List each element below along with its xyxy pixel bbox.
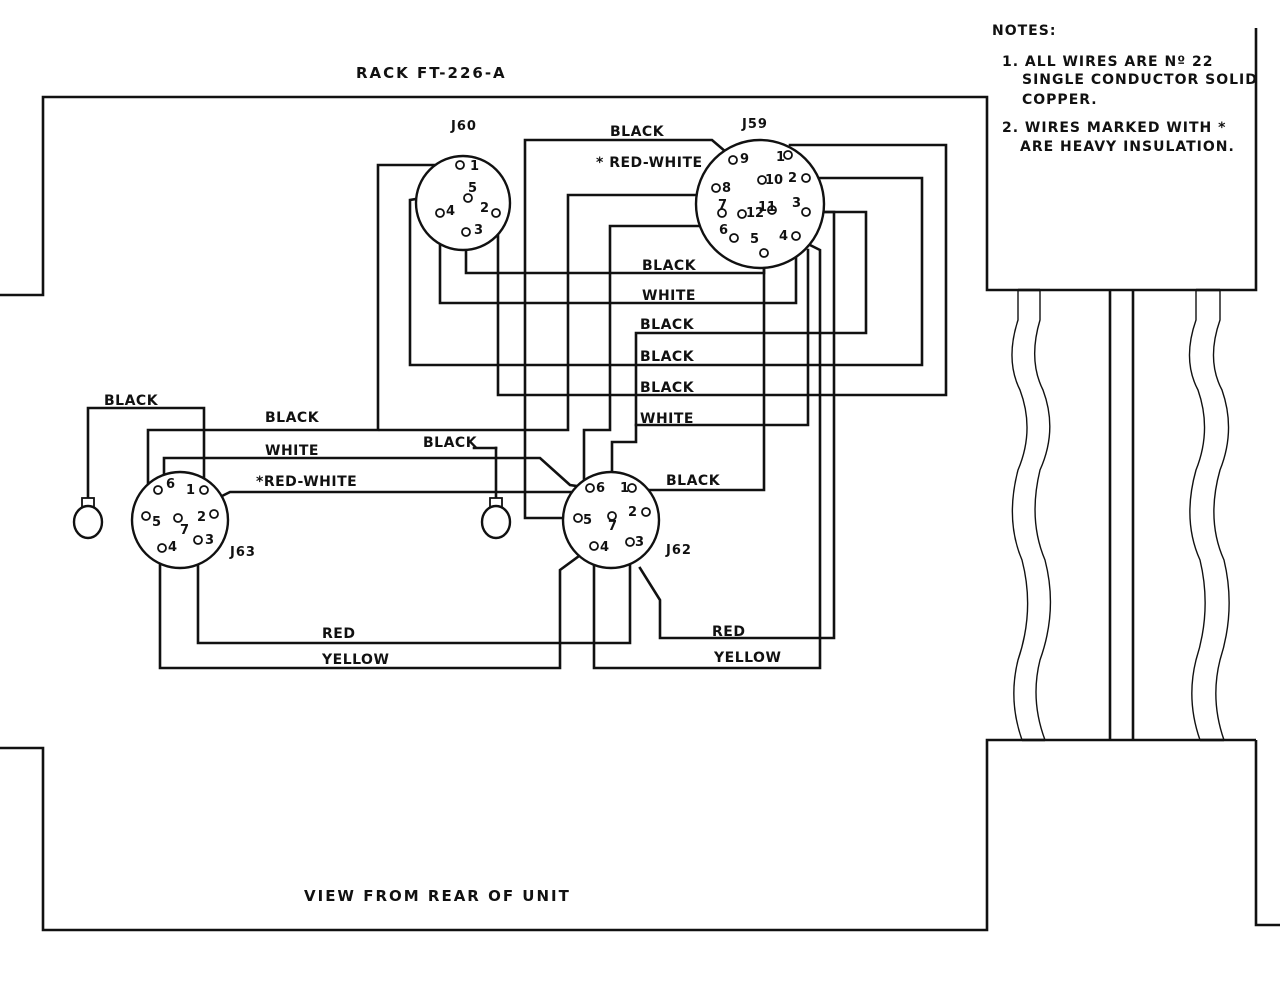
j59-pin-6: 6 <box>719 223 728 238</box>
diagram-title: RACK FT-226-A <box>356 64 507 82</box>
j59-pin-10: 10 <box>765 173 783 188</box>
cable-break <box>1011 288 1230 742</box>
j60-pin-4: 4 <box>446 204 455 219</box>
j59-pin-12: 12 <box>746 206 764 221</box>
wire-label-black-j62: BLACK <box>666 473 721 489</box>
j59-pin-5: 5 <box>750 232 759 247</box>
j63-pin-5: 5 <box>152 515 161 530</box>
wire-label-red-white-j63: *RED-WHITE <box>256 474 357 490</box>
wire-label-white-j63: WHITE <box>265 443 319 459</box>
lamp-center <box>480 497 512 540</box>
note-2-line-1: 2. WIRES MARKED WITH * <box>1002 120 1226 136</box>
notes-heading: NOTES: <box>992 23 1056 39</box>
diagram-footer: VIEW FROM REAR OF UNIT <box>304 887 571 905</box>
wire-label-black-j63: BLACK <box>265 410 320 426</box>
wire-label-white-1: WHITE <box>642 288 696 304</box>
j62-pin-1: 1 <box>620 481 629 496</box>
connector-j62: 6 1 5 7 2 4 3 <box>561 470 661 570</box>
j59-pin-8: 8 <box>722 181 731 196</box>
wire-label-red-white-j59: * RED-WHITE <box>596 155 703 171</box>
note-1-line-2: SINGLE CONDUCTOR SOLID <box>1022 72 1258 88</box>
j63-pin-2: 2 <box>197 510 206 525</box>
note-2-line-2: ARE HEAVY INSULATION. <box>1020 139 1235 155</box>
lamp-left <box>72 497 104 540</box>
note-1-line-1: 1. ALL WIRES ARE Nº 22 <box>1002 54 1213 70</box>
j60-pin-3: 3 <box>474 223 483 238</box>
j59-pin-9: 9 <box>740 152 749 167</box>
j62-label: J62 <box>665 543 692 558</box>
j63-label: J63 <box>229 545 256 560</box>
wire-label-black-3: BLACK <box>640 349 695 365</box>
note-1-line-3: COPPER. <box>1022 92 1098 108</box>
j63-pin-1: 1 <box>186 483 195 498</box>
j62-pin-5: 5 <box>583 513 592 528</box>
j62-pin-3: 3 <box>635 535 644 550</box>
j62-pin-2: 2 <box>628 505 637 520</box>
notes: NOTES: 1. ALL WIRES ARE Nº 22 SINGLE CON… <box>992 23 1258 155</box>
connector-j63: 6 1 5 7 2 4 3 <box>130 470 230 570</box>
wire-label-red-right: RED <box>712 624 745 640</box>
wire-label-yellow-left: YELLOW <box>321 652 389 668</box>
j59-pin-1: 1 <box>776 150 785 165</box>
j62-pin-7: 7 <box>608 519 617 534</box>
j62-pin-6: 6 <box>596 481 605 496</box>
wire-label-yellow-right: YELLOW <box>713 650 781 666</box>
j63-pin-7: 7 <box>180 523 189 538</box>
wire-label-black-j59-top: BLACK <box>610 124 665 140</box>
j59-pin-7: 7 <box>718 198 727 213</box>
wire-label-black-1: BLACK <box>642 258 697 274</box>
j59-label: J59 <box>741 117 768 132</box>
wire-label-red-left: RED <box>322 626 355 642</box>
j59-pin-2: 2 <box>788 171 797 186</box>
wire-label-black-mid: BLACK <box>423 435 478 451</box>
connector-j60: 1 5 4 2 3 <box>414 154 512 252</box>
j59-pin-4: 4 <box>779 229 788 244</box>
j63-pin-4: 4 <box>168 540 177 555</box>
connector-j59: 9 10 1 2 8 7 12 11 3 6 5 4 <box>694 138 826 270</box>
j60-pin-2: 2 <box>480 201 489 216</box>
wire-label-black-lamp: BLACK <box>104 393 159 409</box>
wire-label-white-2: WHITE <box>640 411 694 427</box>
wire-label-black-4: BLACK <box>640 380 695 396</box>
j60-label: J60 <box>450 119 477 134</box>
j62-pin-4: 4 <box>600 540 609 555</box>
j59-pin-11: 11 <box>758 200 776 215</box>
j59-pin-3: 3 <box>792 196 801 211</box>
j60-pin-1: 1 <box>470 159 479 174</box>
wire-label-black-2: BLACK <box>640 317 695 333</box>
j63-pin-6: 6 <box>166 477 175 492</box>
j63-pin-3: 3 <box>205 533 214 548</box>
j60-pin-5: 5 <box>468 181 477 196</box>
